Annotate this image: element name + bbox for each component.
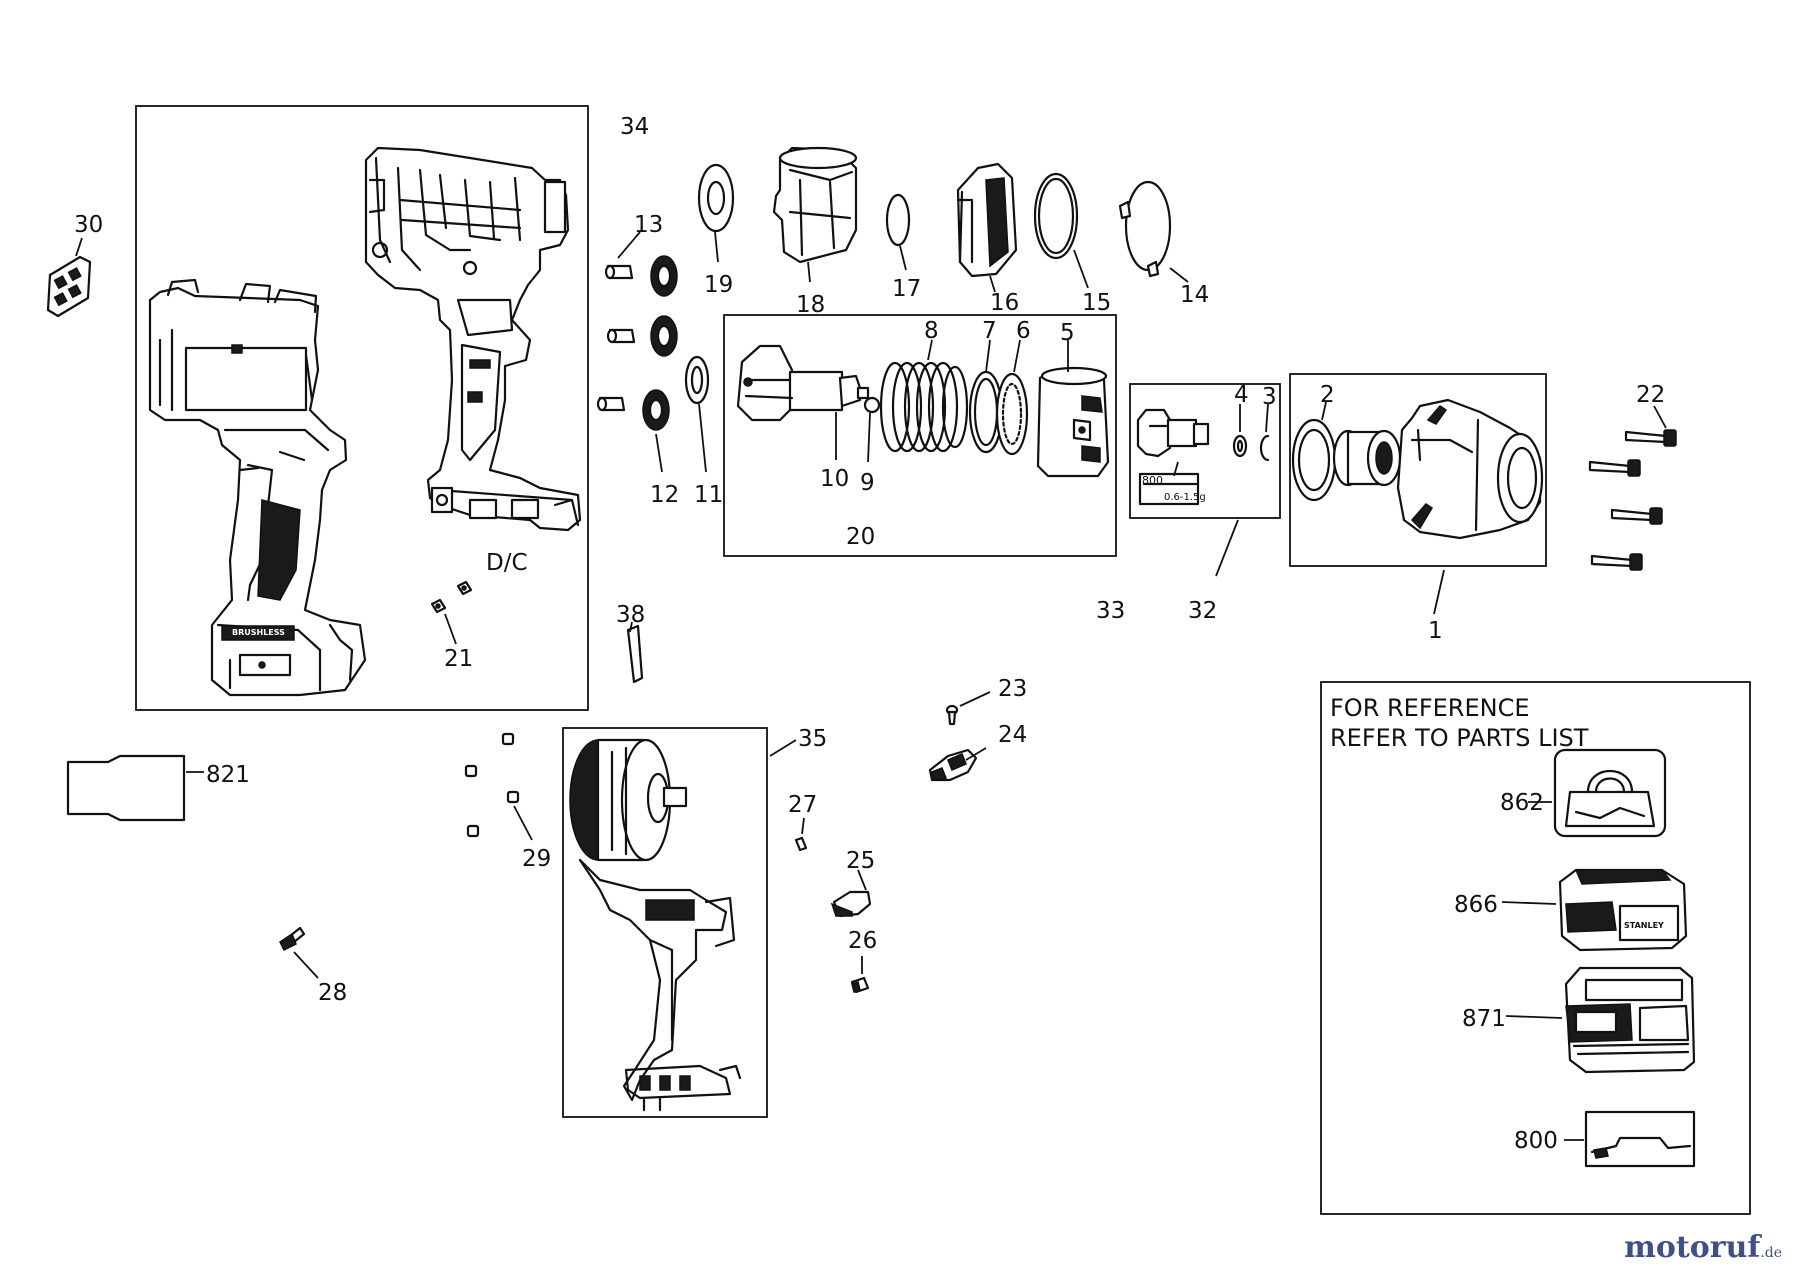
label-19: 19: [704, 272, 733, 298]
label-38: 38: [616, 602, 645, 628]
battery-brand-text: STANLEY: [1624, 921, 1664, 930]
label-866: 866: [1454, 892, 1498, 918]
part-16-gear-ring: [956, 162, 1018, 293]
label-32: 32: [1188, 598, 1217, 624]
label-21: 21: [444, 646, 473, 672]
part-6-ball-bearing: [995, 339, 1029, 456]
label-18: 18: [796, 292, 825, 318]
part-19-thrust-washer: [697, 163, 735, 263]
callout-labels: 1 2 3 4 5 6 7 8 9 10 11 12 13 14 15 16 1…: [74, 114, 1665, 1154]
part-13-planet-gears: [596, 231, 678, 473]
part-22-screws: [1588, 405, 1677, 571]
part-14-clip-ring: [1118, 180, 1189, 283]
label-8: 8: [924, 318, 939, 344]
label-10: 10: [820, 466, 849, 492]
label-1: 1: [1428, 618, 1443, 644]
label-11: 11: [694, 482, 723, 508]
label-12: 12: [650, 482, 679, 508]
label-3: 3: [1262, 384, 1277, 410]
part-17-o-ring: [885, 193, 911, 271]
part-23-screw: [945, 691, 991, 726]
label-24: 24: [998, 722, 1027, 748]
label-28: 28: [318, 980, 347, 1006]
part-9-ball: [863, 396, 881, 463]
grease-code: 800: [1142, 474, 1163, 487]
part-15-ring: [1033, 172, 1089, 289]
anvil-group-box: [723, 314, 1117, 557]
part-10-spindle: [736, 344, 870, 460]
label-29: 29: [522, 846, 551, 872]
watermark-name: motoruf: [1624, 1230, 1761, 1265]
label-7: 7: [982, 318, 997, 344]
label-14: 14: [1180, 282, 1209, 308]
label-22: 22: [1636, 382, 1665, 408]
part-2-washer: [1291, 401, 1337, 502]
reference-line-2: REFER TO PARTS LIST: [1330, 724, 1589, 752]
part-dc-right-housing: [364, 146, 582, 532]
label-27: 27: [788, 792, 817, 818]
grease-amount: 0.6-1.5g: [1164, 492, 1206, 503]
motor-group-box: [562, 727, 768, 1118]
label-871: 871: [1462, 1006, 1506, 1032]
label-13: 13: [634, 212, 663, 238]
part-871-charger: [1505, 966, 1696, 1074]
part-25-clip: [830, 869, 872, 918]
label-2: 2: [1320, 382, 1335, 408]
part-30-clip: [46, 237, 92, 318]
part-21-pins: [430, 580, 473, 645]
label-dc: D/C: [486, 550, 528, 576]
label-26: 26: [848, 928, 877, 954]
part-11-washer: [684, 355, 710, 473]
label-821: 821: [206, 762, 250, 788]
label-20: 20: [846, 524, 875, 550]
part-24-switch-part: [928, 747, 987, 782]
part-32-anvil-assembly: [1136, 408, 1239, 577]
part-18-ring-gear-housing: [772, 146, 858, 283]
part-38-label: [626, 621, 644, 684]
part-800-grease: [1564, 1110, 1696, 1168]
part-26-clip: [850, 956, 870, 994]
part-3-retaining-ring: [1259, 403, 1270, 462]
part-27-pin: [794, 817, 808, 852]
label-17: 17: [892, 276, 921, 302]
label-800: 800: [1514, 1128, 1558, 1154]
housing-group-box: [135, 105, 589, 711]
part-8-spring: [879, 339, 969, 453]
label-23: 23: [998, 676, 1027, 702]
label-862: 862: [1500, 790, 1544, 816]
watermark: motoruf.de: [1624, 1230, 1782, 1265]
part-4-washer: [1232, 404, 1248, 458]
part-5-hammer: [1036, 340, 1110, 478]
label-34: 34: [620, 114, 649, 140]
part-29-pins: [464, 732, 533, 841]
part-bushing: [1332, 429, 1402, 487]
label-30: 30: [74, 212, 103, 238]
part-35-motor-assembly: [569, 738, 797, 1112]
front-housing-box: [1289, 373, 1547, 567]
label-33: 33: [1096, 598, 1125, 624]
part-821-sleeve: [66, 754, 204, 822]
part-1-front-housing: [1396, 398, 1544, 615]
housing-brand-text: BRUSHLESS: [232, 628, 285, 637]
reference-line-1: FOR REFERENCE: [1330, 694, 1530, 722]
label-35: 35: [798, 726, 827, 752]
watermark-domain: .de: [1760, 1245, 1782, 1261]
label-4: 4: [1234, 382, 1249, 408]
part-34-left-housing: [148, 278, 367, 697]
reference-box: [1320, 681, 1751, 1215]
anvil-subgroup-box: [1129, 383, 1281, 519]
part-28-screw: [279, 926, 319, 979]
label-6: 6: [1016, 318, 1031, 344]
label-5: 5: [1060, 320, 1075, 346]
part-866-battery: [1501, 868, 1688, 952]
label-9: 9: [860, 470, 875, 496]
label-16: 16: [990, 290, 1019, 316]
label-25: 25: [846, 848, 875, 874]
part-862-bag: [1528, 748, 1667, 838]
part-7-washer: [968, 339, 1004, 454]
label-15: 15: [1082, 290, 1111, 316]
